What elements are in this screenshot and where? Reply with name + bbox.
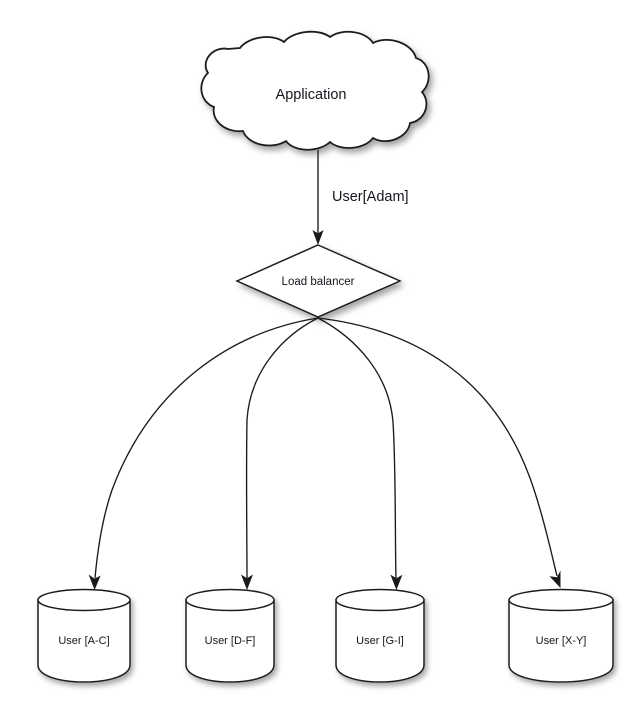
cylinder-label-1: User [A-C] xyxy=(58,635,109,647)
cylinder-label-4: User [X-Y] xyxy=(536,635,587,647)
cylinder-label-3: User [G-I] xyxy=(356,635,404,647)
cylinder-body-3 xyxy=(335,599,425,683)
arrowhead-db-2 xyxy=(241,574,253,590)
edge-to-db-1 xyxy=(94,317,319,579)
cylinder-top-1 xyxy=(37,588,131,612)
cylinder-body-4 xyxy=(508,599,614,683)
node-application[interactable]: Application xyxy=(200,30,430,151)
node-database-1[interactable]: User [A-C] xyxy=(37,588,131,683)
arrowhead-db-1 xyxy=(88,574,101,590)
node-database-2[interactable]: User [D-F] xyxy=(185,588,275,683)
node-database-3[interactable]: User [G-I] xyxy=(335,588,425,683)
cylinder-body-1 xyxy=(37,599,131,683)
arrowhead-db-3 xyxy=(390,574,403,590)
node-database-4[interactable]: User [X-Y] xyxy=(508,588,614,683)
cylinder-top-3 xyxy=(335,588,425,612)
edge-application-to-balancer: User[Adam] xyxy=(312,150,409,245)
arrowhead-db-4 xyxy=(549,570,561,588)
cylinder-top-4 xyxy=(508,588,614,612)
edges-balancer-to-databases xyxy=(88,317,561,590)
edge-to-db-4 xyxy=(317,317,558,577)
edge-to-db-2 xyxy=(245,317,319,579)
cloud-shape xyxy=(200,30,430,151)
cylinder-body-2 xyxy=(185,599,275,683)
edge-to-db-3 xyxy=(317,317,397,579)
diamond-shape xyxy=(235,244,402,318)
arrowhead-to-balancer xyxy=(312,230,324,245)
node-load-balancer[interactable]: Load balancer xyxy=(235,244,402,318)
edge-label-user-adam: User[Adam] xyxy=(332,189,409,205)
cloud-label: Application xyxy=(276,87,347,103)
diamond-label: Load balancer xyxy=(282,276,355,288)
cylinder-label-2: User [D-F] xyxy=(205,635,256,647)
cylinder-top-2 xyxy=(185,588,275,612)
